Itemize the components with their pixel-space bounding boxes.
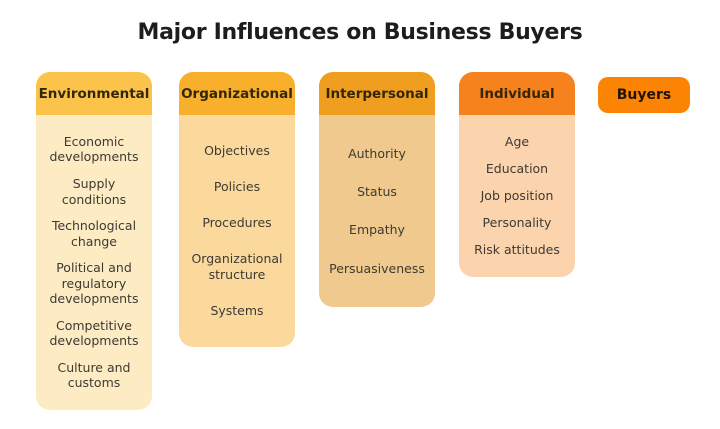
column-header-environmental: Environmental bbox=[36, 72, 152, 115]
buyers-box: Buyers bbox=[598, 77, 690, 113]
list-item: Culture and customs bbox=[57, 359, 131, 391]
list-item: Political and regulatory developments bbox=[49, 260, 139, 307]
list-item: Economic developments bbox=[49, 133, 139, 165]
column-body-interpersonal: Authority Status Empathy Persuasiveness bbox=[319, 115, 435, 307]
list-item: Objectives bbox=[204, 143, 270, 159]
column-individual: Individual Age Education Job position Pe… bbox=[459, 72, 575, 277]
list-item: Education bbox=[485, 161, 549, 177]
list-item: Systems bbox=[210, 303, 264, 318]
column-organizational: Organizational Objectives Policies Proce… bbox=[179, 72, 295, 347]
list-item: Supply conditions bbox=[61, 175, 127, 207]
list-item: Empathy bbox=[349, 222, 405, 238]
list-item: Procedures bbox=[202, 215, 272, 231]
list-item: Age bbox=[504, 134, 530, 150]
list-item: Competitive developments bbox=[49, 317, 139, 349]
column-body-organizational: Objectives Policies Procedures Organizat… bbox=[179, 115, 295, 347]
column-interpersonal: Interpersonal Authority Status Empathy P… bbox=[319, 72, 435, 307]
column-header-organizational: Organizational bbox=[179, 72, 295, 115]
list-item: Technological change bbox=[51, 217, 137, 249]
list-item: Persuasiveness bbox=[329, 260, 425, 276]
list-item: Risk attitudes bbox=[474, 242, 560, 258]
column-environmental: Environmental Economic developments Supp… bbox=[36, 72, 152, 410]
list-item: Status bbox=[357, 184, 397, 199]
column-header-interpersonal: Interpersonal bbox=[319, 72, 435, 115]
column-body-individual: Age Education Job position Personality R… bbox=[459, 115, 575, 277]
list-item: Policies bbox=[213, 179, 261, 195]
list-item: Personality bbox=[482, 215, 552, 231]
list-item: Job position bbox=[480, 188, 554, 204]
column-header-individual: Individual bbox=[459, 72, 575, 115]
page-title: Major Influences on Business Buyers bbox=[137, 20, 583, 45]
column-body-environmental: Economic developments Supply conditions … bbox=[36, 115, 152, 410]
list-item: Authority bbox=[348, 145, 406, 161]
list-item: Organizational structure bbox=[191, 251, 283, 282]
